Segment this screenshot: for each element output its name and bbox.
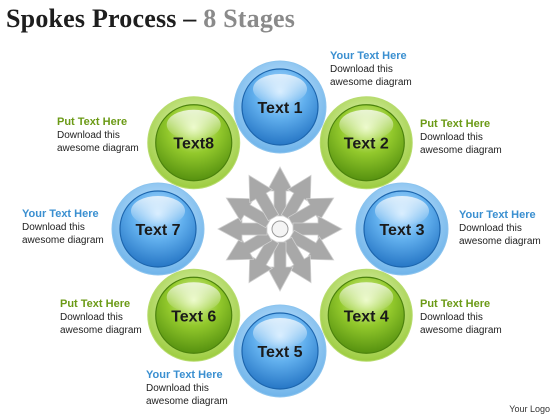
callout-heading: Your Text Here — [22, 208, 99, 220]
callout-text: Download this — [330, 64, 393, 75]
logo-text: Your Logo — [509, 404, 550, 414]
stage-node-2: Text 2 — [319, 96, 413, 190]
callout-heading: Your Text Here — [146, 369, 223, 381]
callout-text: Download this — [57, 130, 120, 141]
callout-heading: Put Text Here — [57, 116, 128, 128]
callout-6: Put Text Here Download this awesome diag… — [60, 297, 142, 337]
stage-label: Text 3 — [379, 222, 424, 239]
callout-text: awesome diagram — [459, 236, 541, 247]
callout-text: Download this — [60, 312, 123, 323]
callout-2: Put Text Here Download this awesome diag… — [420, 117, 502, 157]
spokes-arrows — [217, 166, 343, 292]
stage-node-8: Text8 — [147, 96, 241, 190]
stage-node-1: Text 1 — [233, 60, 327, 154]
title-accent: 8 Stages — [203, 4, 296, 33]
callout-3: Your Text Here Download this awesome dia… — [459, 208, 541, 248]
callout-1: Your Text Here Download this awesome dia… — [330, 49, 412, 89]
page-title: Spokes Process – 8 Stages — [6, 4, 295, 34]
stage-node-4: Text 4 — [319, 268, 413, 362]
callout-text: awesome diagram — [420, 325, 502, 336]
callout-heading: Your Text Here — [330, 50, 407, 62]
callout-8: Put Text Here Download this awesome diag… — [57, 115, 139, 155]
stage-label: Text 1 — [257, 100, 302, 117]
stage-node-5: Text 5 — [233, 304, 327, 398]
spoke-arrow — [248, 174, 280, 222]
stage-label: Text8 — [173, 136, 214, 153]
callout-text: awesome diagram — [330, 77, 412, 88]
callout-text: awesome diagram — [22, 235, 104, 246]
stage-node-6: Text 6 — [147, 268, 241, 362]
callout-text: Download this — [420, 132, 483, 143]
callout-4: Put Text Here Download this awesome diag… — [420, 297, 502, 337]
callout-7: Your Text Here Download this awesome dia… — [22, 207, 104, 247]
callout-heading: Put Text Here — [420, 118, 491, 130]
stage-label: Text 7 — [135, 222, 180, 239]
callout-heading: Put Text Here — [420, 298, 491, 310]
callout-heading: Your Text Here — [459, 209, 536, 221]
callout-text: awesome diagram — [420, 145, 502, 156]
stage-node-7: Text 7 — [111, 182, 205, 276]
stage-label: Text 4 — [344, 308, 389, 325]
spoke-hub — [271, 220, 289, 238]
callout-5: Your Text Here Download this awesome dia… — [146, 368, 228, 408]
callout-heading: Put Text Here — [60, 298, 131, 310]
callout-text: awesome diagram — [146, 396, 228, 407]
callout-text: Download this — [459, 223, 522, 234]
title-main: Spokes Process – — [6, 4, 204, 33]
callout-text: Download this — [146, 383, 209, 394]
callout-text: awesome diagram — [57, 143, 139, 154]
stage-label: Text 2 — [344, 136, 389, 153]
stage-label: Text 5 — [257, 344, 302, 361]
callout-text: awesome diagram — [60, 325, 142, 336]
callout-text: Download this — [420, 312, 483, 323]
stage-label: Text 6 — [171, 308, 216, 325]
stage-node-3: Text 3 — [355, 182, 449, 276]
callout-text: Download this — [22, 222, 85, 233]
